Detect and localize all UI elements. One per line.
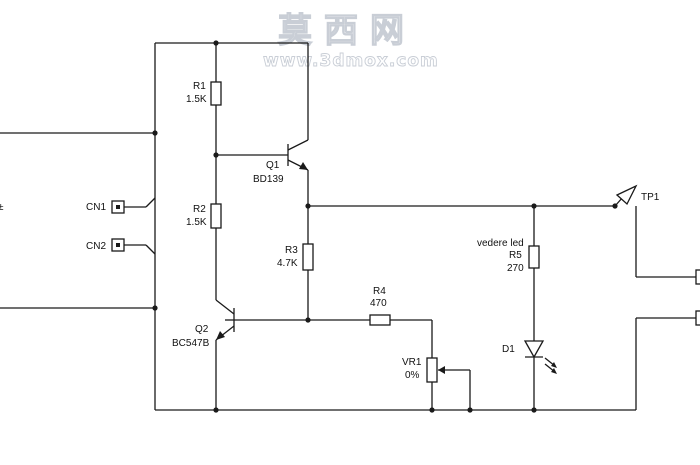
wires — [0, 42, 697, 411]
vr1-value: 0% — [405, 370, 420, 381]
connector-cn2: CN2 — [86, 238, 125, 252]
test-point-tp1: TP1 — [614, 184, 660, 207]
watermark-title: 莫西网 — [278, 11, 416, 51]
transistor-q2: Q2 BC547B — [172, 299, 235, 349]
r3-ref: R3 — [285, 245, 298, 256]
junctions — [152, 40, 618, 413]
d1-ref: D1 — [502, 344, 515, 355]
vr1-ref: VR1 — [402, 357, 422, 368]
r5-ref: R5 — [509, 250, 522, 261]
resistor-r4: R4 470 — [369, 286, 391, 326]
r2-ref: R2 — [193, 204, 206, 215]
r1-ref: R1 — [193, 81, 206, 92]
output-terminal-bottom — [695, 310, 700, 326]
cn2-label: CN2 — [86, 241, 106, 252]
q2-ref: Q2 — [195, 324, 209, 335]
edge-fragment: ± — [0, 202, 4, 213]
r5-note: vedere led — [477, 238, 524, 249]
q1-ref: Q1 — [266, 160, 280, 171]
potentiometer-vr1: VR1 0% — [402, 357, 445, 383]
watermark-url: www.3dmox.com — [263, 51, 439, 71]
resistor-r3: R3 4.7K — [277, 243, 314, 271]
led-d1: D1 — [502, 340, 557, 374]
r3-value: 4.7K — [277, 258, 298, 269]
r2-value: 1.5K — [186, 217, 207, 228]
q2-value: BC547B — [172, 338, 210, 349]
r5-value: 270 — [507, 263, 524, 274]
resistor-r5: vedere led R5 270 — [477, 238, 540, 274]
tp1-label: TP1 — [641, 192, 660, 203]
resistor-r1: R1 1.5K — [186, 81, 222, 106]
r4-ref: R4 — [373, 286, 386, 297]
transistor-q1: Q1 BD139 — [253, 139, 309, 185]
r4-value: 470 — [370, 298, 387, 309]
r1-value: 1.5K — [186, 94, 207, 105]
q1-value: BD139 — [253, 174, 284, 185]
resistor-r2: R2 1.5K — [186, 203, 222, 229]
output-terminal-top — [695, 269, 700, 285]
connector-cn1: CN1 — [86, 200, 125, 214]
cn1-label: CN1 — [86, 202, 106, 213]
